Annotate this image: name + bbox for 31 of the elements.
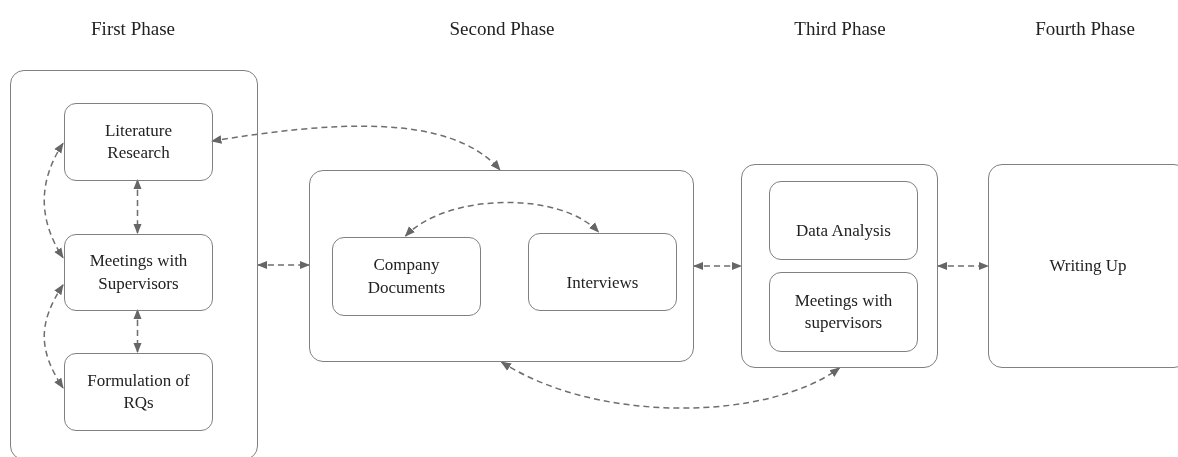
- dashed-arrow: [133, 178, 142, 235]
- step-box: [64, 353, 213, 431]
- phase-heading: Third Phase: [794, 18, 886, 40]
- dashed-arrow: [936, 261, 990, 271]
- step-box: [64, 234, 213, 311]
- phase-heading: Second Phase: [449, 18, 555, 40]
- step-box: [769, 272, 918, 352]
- dashed-arrow: [210, 125, 501, 171]
- phase-box: [309, 170, 694, 362]
- step-label: Meetings with supervisors: [793, 289, 894, 334]
- dashed-arrow: [43, 142, 64, 259]
- dashed-arrow: [256, 260, 311, 270]
- phase-box: [741, 164, 938, 368]
- step-label: Data Analysis: [796, 220, 891, 242]
- dashed-arrow: [500, 361, 841, 409]
- phase-heading: First Phase: [91, 18, 175, 40]
- step-box: [528, 233, 677, 311]
- step-label: Literature Research: [104, 119, 173, 164]
- step-box: [64, 103, 213, 181]
- step-label: Interviews: [566, 272, 639, 294]
- dashed-arrow: [404, 201, 600, 237]
- step-label: Formulation of RQs: [86, 369, 191, 414]
- dashed-arrow: [43, 284, 64, 389]
- step-box: [332, 237, 481, 316]
- phase-heading: Fourth Phase: [1035, 18, 1135, 40]
- dashed-arrow: [692, 261, 743, 271]
- step-label: Meetings with Supervisors: [88, 250, 189, 295]
- step-box: [769, 181, 918, 260]
- dashed-arrow: [133, 308, 142, 354]
- step-label: Company Documents: [366, 254, 447, 299]
- step-label: Writing Up: [1049, 254, 1127, 277]
